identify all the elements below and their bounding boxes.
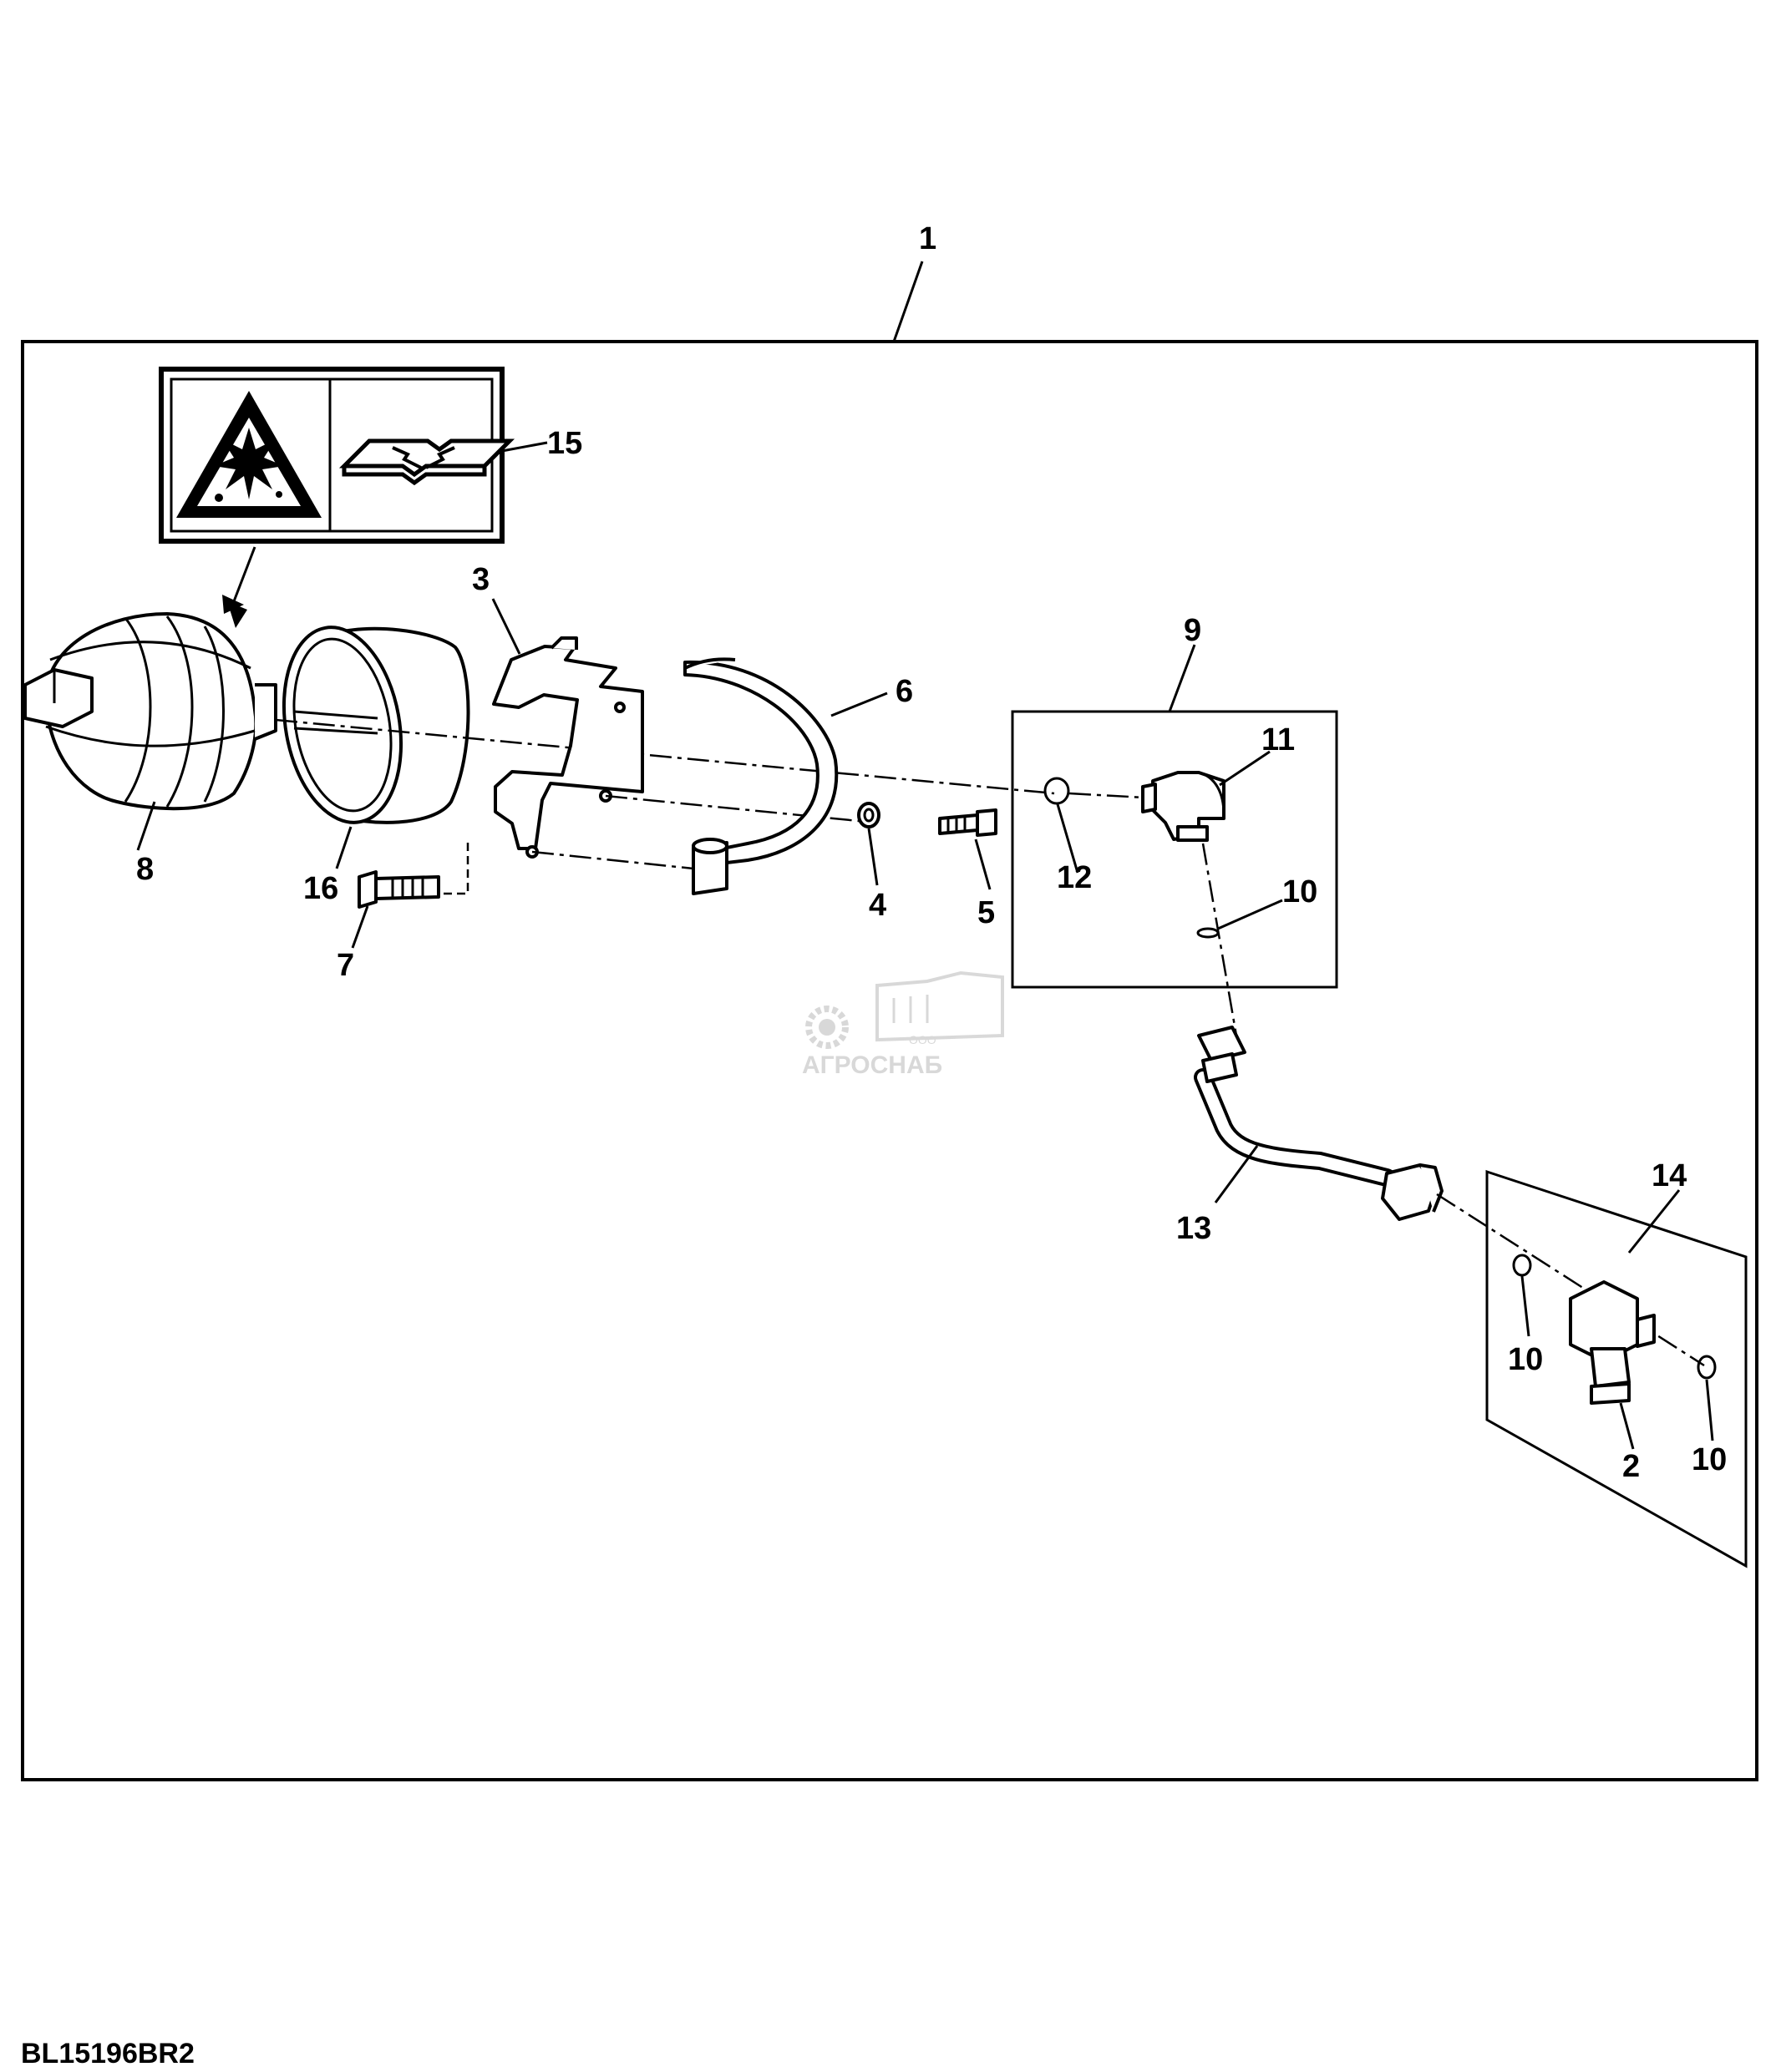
leader-15	[501, 441, 548, 453]
callout-10c: 10	[1692, 1442, 1727, 1477]
o-ring-10a	[1196, 927, 1220, 939]
bracket	[492, 636, 644, 859]
callout-4: 4	[869, 888, 886, 923]
leader-16	[335, 826, 353, 869]
watermark-text: АГРОСНАБ	[802, 1051, 942, 1079]
callout-2: 2	[1622, 1449, 1640, 1484]
leader-14	[1627, 1189, 1681, 1254]
centerline-main	[275, 718, 1055, 795]
warning-decal	[159, 367, 515, 544]
decal-arrow	[232, 546, 256, 602]
watermark-logo: ООО АГРОСНАБ	[802, 970, 1004, 1079]
centerline-bolt-upper	[605, 794, 876, 824]
callout-14: 14	[1652, 1158, 1687, 1193]
callout-13: 13	[1176, 1211, 1211, 1246]
elbow-fitting-11	[1141, 771, 1225, 842]
o-ring-12	[1043, 777, 1070, 805]
leader-7	[351, 905, 369, 949]
callout-5: 5	[977, 895, 995, 930]
callout-9: 9	[1184, 613, 1201, 648]
callout-10a: 10	[1282, 874, 1317, 909]
tee-fitting-2	[1569, 1280, 1656, 1405]
hydraulic-line	[1194, 1026, 1444, 1221]
callout-3: 3	[472, 562, 490, 597]
figure-id: BL15196BR2	[21, 2038, 195, 2069]
leader-6	[830, 692, 888, 717]
operator-manual-icon	[338, 438, 515, 486]
kit-frame-9	[1011, 710, 1338, 989]
callout-8: 8	[136, 852, 154, 887]
leader-5	[974, 838, 992, 890]
kit-frame-14	[1485, 1169, 1748, 1568]
leader-11	[1219, 750, 1271, 787]
leader-9	[1168, 644, 1196, 712]
watermark-small-text: ООО	[909, 1033, 936, 1046]
bolt	[358, 870, 440, 909]
callout-1: 1	[919, 221, 936, 256]
leader-1	[892, 261, 924, 342]
callout-16: 16	[303, 871, 338, 906]
callout-7: 7	[337, 948, 354, 983]
leader-12	[1056, 803, 1079, 874]
leader-4	[867, 828, 879, 886]
o-ring-10c	[1697, 1355, 1717, 1380]
cap-screw	[938, 808, 997, 837]
leader-13	[1214, 1145, 1259, 1203]
centerline-fitting-down	[1201, 843, 1238, 1036]
leader-10b	[1520, 1275, 1530, 1337]
washer	[857, 802, 880, 828]
callout-15: 15	[547, 426, 582, 461]
centerline-fitting	[1068, 792, 1145, 799]
callout-6: 6	[896, 674, 913, 709]
callout-10b: 10	[1508, 1342, 1543, 1377]
leader-10c	[1705, 1379, 1714, 1441]
leader-2	[1619, 1402, 1635, 1450]
callout-11: 11	[1261, 722, 1295, 757]
centerline-tee	[1436, 1193, 1705, 1367]
leader-3	[491, 598, 521, 655]
leader-8	[136, 801, 156, 851]
sleeve	[282, 626, 470, 824]
leader-10a	[1217, 899, 1283, 930]
o-ring-10b	[1512, 1254, 1532, 1277]
explosion-warning-icon	[176, 391, 322, 518]
accumulator	[23, 612, 277, 811]
callout-12: 12	[1057, 860, 1092, 895]
assembly-frame	[21, 340, 1758, 1781]
strap	[683, 657, 839, 895]
centerline-bolt-lower	[531, 850, 694, 870]
centerline-bolt-7	[434, 843, 469, 895]
